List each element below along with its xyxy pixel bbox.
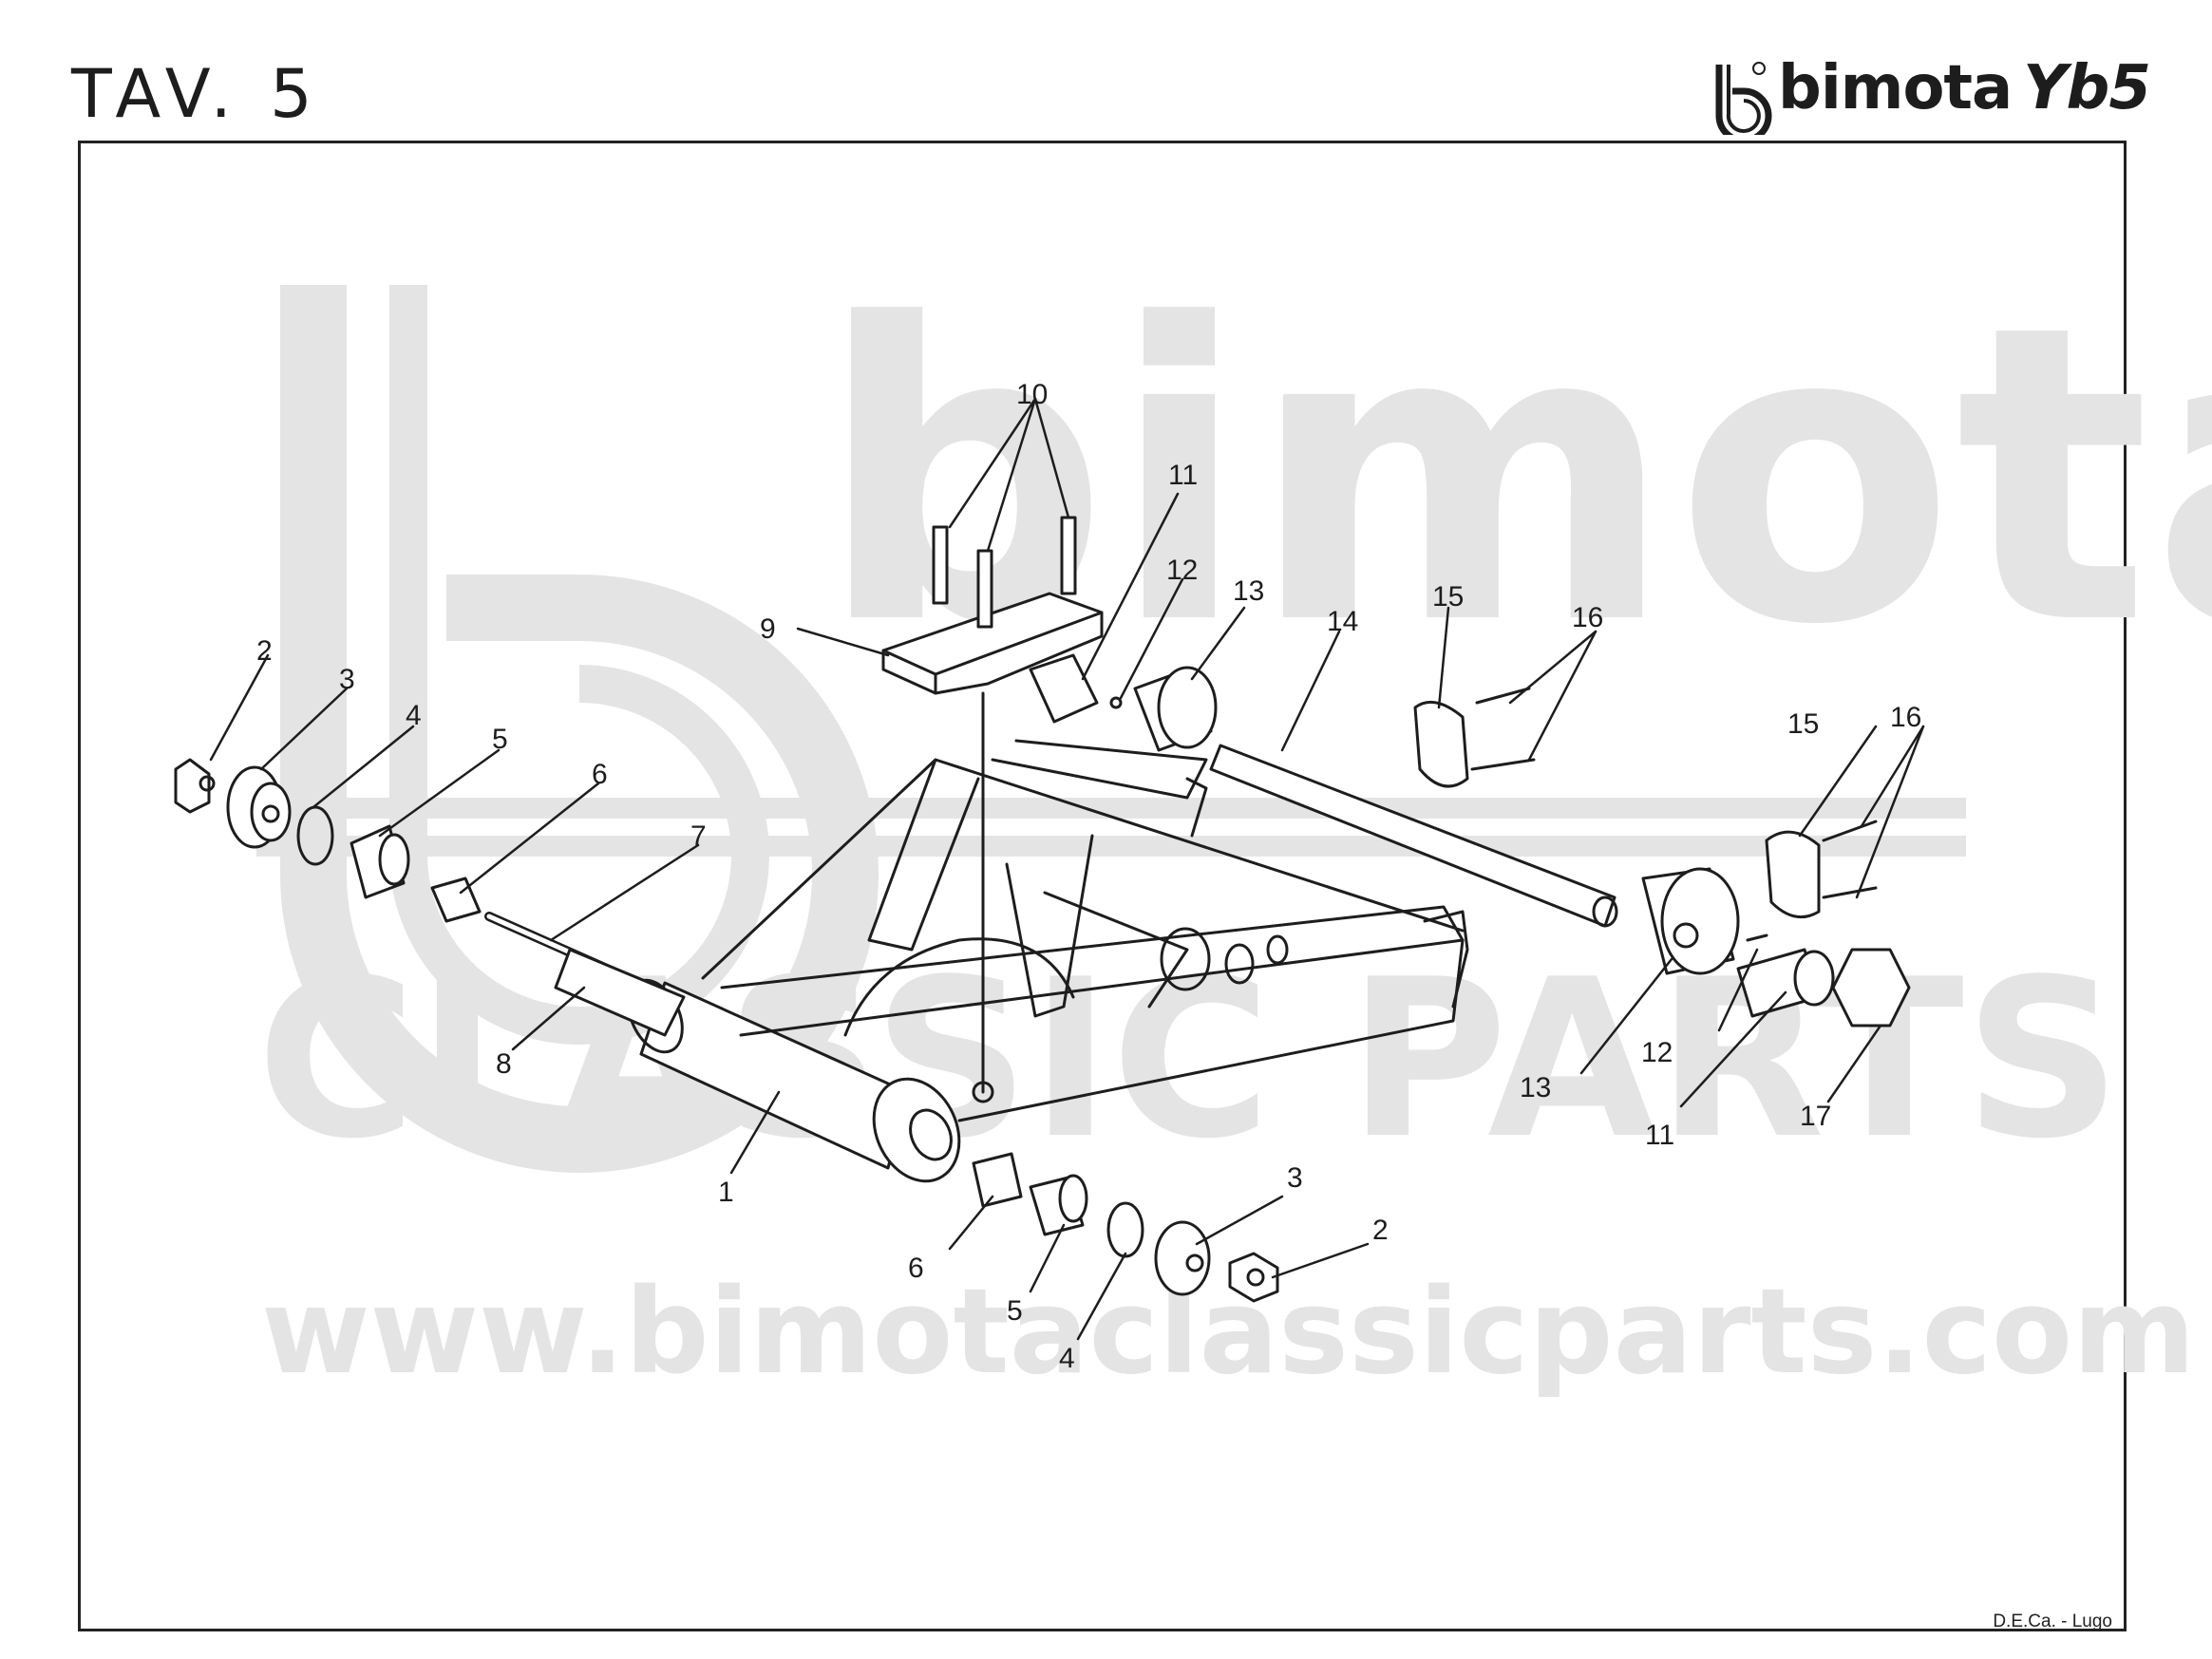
callout-label: 11 xyxy=(1168,460,1198,491)
callout-label: 2 xyxy=(1372,1215,1389,1246)
callout-label: 7 xyxy=(690,820,707,852)
callout-label: 1 xyxy=(718,1177,734,1208)
callout-label: 16 xyxy=(1890,702,1921,733)
callout-label: 6 xyxy=(908,1253,924,1284)
left-hardware-stack xyxy=(174,758,482,923)
clamps xyxy=(1413,687,1878,919)
rear-right-parts xyxy=(1641,867,1911,1027)
callout-label: 4 xyxy=(406,700,422,731)
callout-label: 11 xyxy=(1645,1120,1674,1151)
leader-lines xyxy=(209,397,1925,1341)
callout-label: 10 xyxy=(1016,379,1048,410)
page-title: TAV. 5 xyxy=(71,55,321,133)
spindle xyxy=(484,912,686,1037)
callout-label: 12 xyxy=(1641,1037,1673,1068)
callout-label: 3 xyxy=(1287,1162,1303,1194)
upper-bushes xyxy=(1029,653,1218,752)
watermark-stripe xyxy=(256,836,1966,857)
callout-label: 15 xyxy=(1432,581,1464,613)
watermark-url: www.bimotaclassicparts.com xyxy=(261,1264,2195,1401)
brand-model: Yb5 xyxy=(2023,53,2151,123)
callout-label: 17 xyxy=(1800,1101,1831,1132)
axle-rod xyxy=(1209,744,1618,928)
callout-labels: 10 11 12 13 9 14 15 16 2 3 4 5 6 7 15 16… xyxy=(256,379,1921,1374)
top-bracket xyxy=(881,516,1104,1103)
swingarm-drawing xyxy=(174,397,1925,1341)
callout-label: 5 xyxy=(1007,1295,1023,1327)
watermark-stripe xyxy=(256,798,1966,819)
right-hardware-stack xyxy=(972,1152,1279,1303)
callout-label: 14 xyxy=(1327,606,1358,637)
callout-label: 6 xyxy=(592,759,608,790)
callout-label: 3 xyxy=(339,664,355,695)
callout-label: 15 xyxy=(1787,708,1819,740)
callout-label: 12 xyxy=(1166,555,1198,586)
callout-label: 4 xyxy=(1059,1343,1075,1374)
drawing-credit: D.E.Ca. - Lugo xyxy=(1993,1612,2112,1631)
brand-name: bimota xyxy=(1778,53,2013,123)
swingarm-frame xyxy=(701,739,1469,1122)
callout-label: 16 xyxy=(1572,602,1603,633)
bimota-logo-icon xyxy=(1715,62,1772,144)
callout-label: 8 xyxy=(496,1048,512,1080)
callout-label: 2 xyxy=(256,635,273,667)
callout-label: 13 xyxy=(1520,1072,1551,1103)
callout-label: 5 xyxy=(492,724,508,755)
callout-label: 9 xyxy=(760,613,776,645)
callout-label: 13 xyxy=(1233,575,1264,607)
drawing-frame xyxy=(78,141,2127,1631)
watermark: bimota CLASSIC PARTS www.bimotaclassicpa… xyxy=(256,239,2212,1401)
